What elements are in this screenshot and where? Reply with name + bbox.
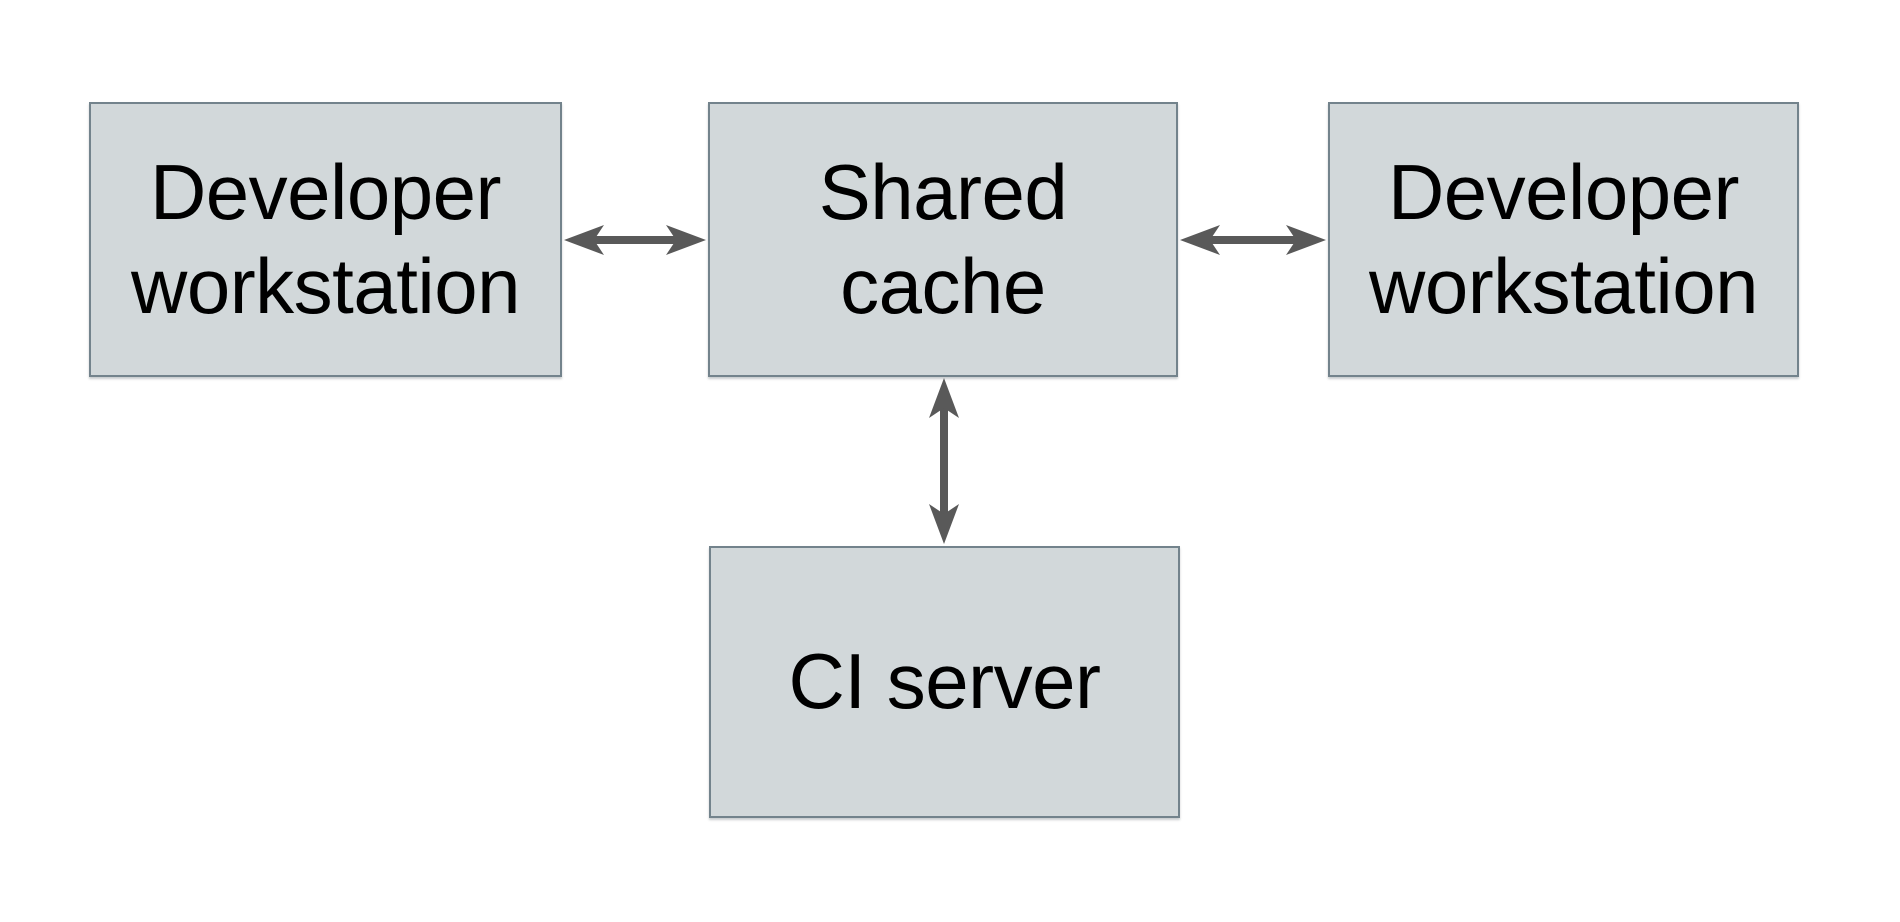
node-developer-workstation-right: Developer workstation (1328, 102, 1799, 377)
node-developer-workstation-left: Developer workstation (89, 102, 562, 377)
double-arrow-left-workstation-to-cache (564, 225, 706, 255)
double-arrow-cache-to-ci-server (929, 378, 959, 544)
node-label: CI server (788, 637, 1101, 726)
node-ci-server: CI server (709, 546, 1180, 818)
double-arrow-cache-to-right-workstation (1180, 225, 1326, 255)
node-label: Shared cache (818, 147, 1068, 330)
node-label: Developer workstation (1369, 147, 1759, 330)
node-label: Developer workstation (131, 147, 521, 330)
node-shared-cache: Shared cache (708, 102, 1178, 377)
